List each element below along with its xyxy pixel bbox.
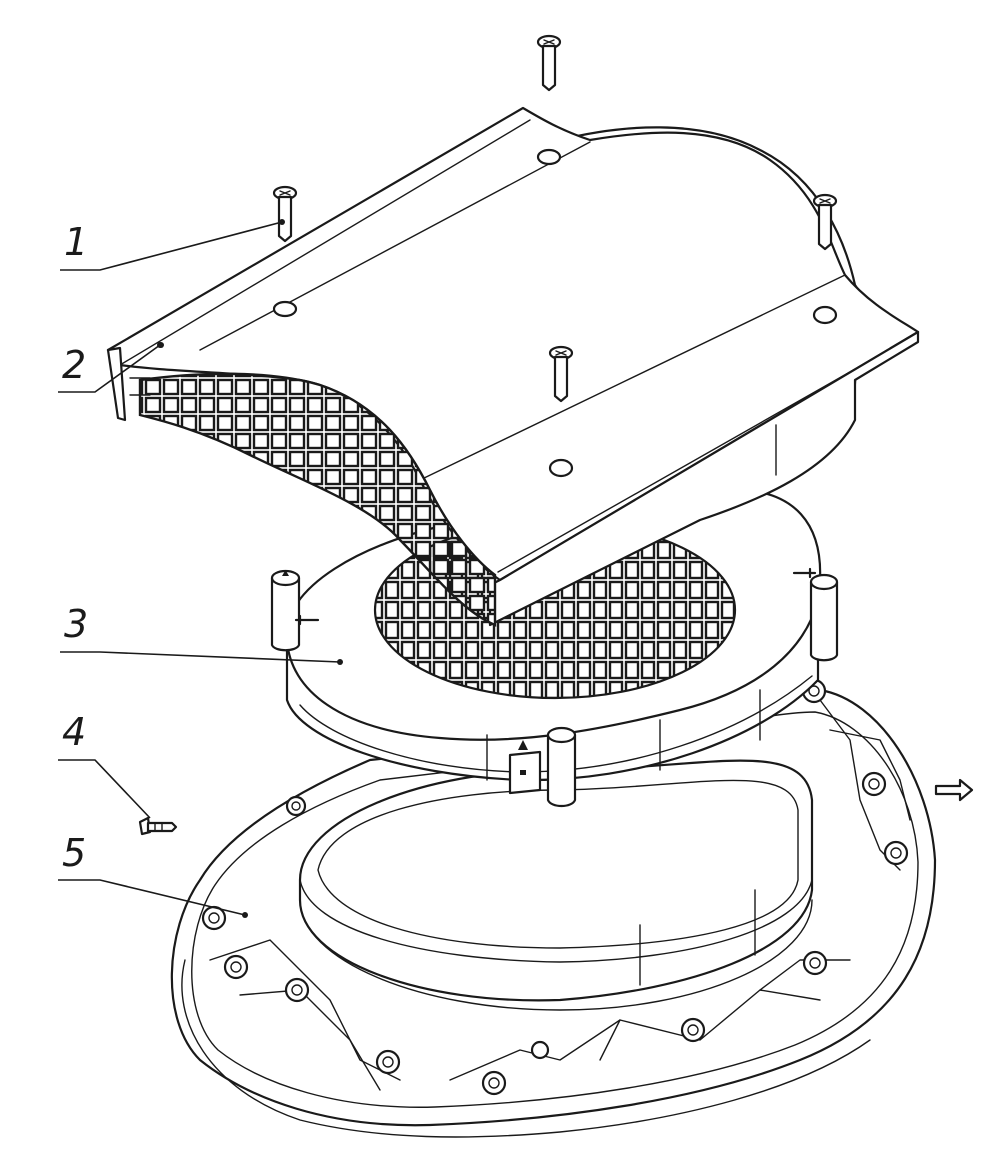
- callout-label-2: 2: [62, 343, 86, 387]
- callout-2: 2: [58, 342, 163, 393]
- cap-side-mesh: [138, 372, 497, 627]
- ring-post-right: [809, 573, 839, 662]
- small-screw-part-4: [138, 816, 178, 836]
- callout-label-4: 4: [62, 710, 86, 754]
- callout-1: 1: [60, 219, 285, 271]
- callout-3: 3: [60, 602, 343, 665]
- flange-holes: [201, 678, 909, 1096]
- direction-arrow-icon: [934, 778, 974, 802]
- base-flange-part-5: [170, 678, 937, 1138]
- callout-label-5: 5: [62, 831, 86, 875]
- screw-top: [536, 34, 562, 92]
- screw-right: [812, 193, 838, 251]
- screws-part-1: [272, 34, 838, 403]
- vent-cap-part-2: [106, 106, 920, 627]
- callout-4: 4: [58, 710, 151, 819]
- callout-5: 5: [58, 831, 248, 918]
- callout-label-3: 3: [64, 602, 88, 646]
- callout-label-1: 1: [64, 220, 88, 264]
- ring-post-front: [508, 726, 577, 808]
- screw-center: [548, 345, 574, 403]
- ring-post-left: [270, 569, 301, 652]
- screw-left: [272, 185, 298, 243]
